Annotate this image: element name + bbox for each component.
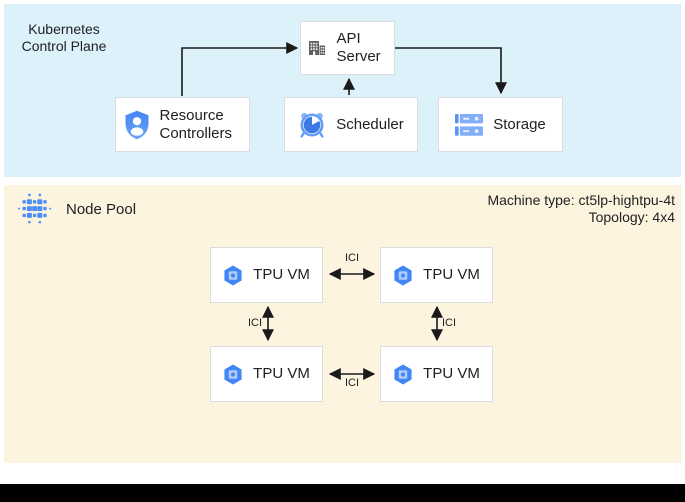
- topology-text: Topology: 4x4: [588, 208, 675, 225]
- alarm-clock-icon: [300, 112, 324, 138]
- control-plane-title: Kubernetes Control Plane: [8, 21, 120, 55]
- server-stack-icon: [455, 113, 484, 136]
- shield-user-icon: [125, 110, 148, 139]
- machine-type-text: Machine type: ct5lp-hightpu-4t: [487, 192, 675, 208]
- api-server-label: API Server: [336, 30, 381, 65]
- scheduler-label: Scheduler: [336, 115, 404, 133]
- control-plane-title-line1: Kubernetes: [28, 21, 100, 37]
- tpu-hexagon-icon: [394, 265, 412, 285]
- storage-label: Storage: [493, 115, 546, 133]
- api-server-node: API Server: [300, 21, 395, 75]
- tpu-vm-node-bottom-right: TPU VM: [380, 346, 493, 402]
- ici-label-left: ICI: [247, 317, 262, 329]
- control-plane-title-line2: Control Plane: [21, 38, 107, 54]
- node-pool-panel: [4, 185, 681, 463]
- ici-label-bottom: ICI: [344, 377, 360, 389]
- window-bottom-bar: [0, 484, 685, 502]
- resource-controllers-label: Resource Controllers: [159, 106, 233, 142]
- scheduler-node: Scheduler: [284, 97, 418, 152]
- node-pool-title: Node Pool: [66, 201, 137, 218]
- tpu-vm-node-bottom-left: TPU VM: [210, 346, 323, 402]
- tpu-vm-label: TPU VM: [253, 365, 310, 382]
- tpu-vm-node-top-right: TPU VM: [380, 247, 493, 303]
- ici-label-right: ICI: [442, 317, 457, 329]
- machine-info: Machine type: ct5lp-hightpu-4t Topology:…: [487, 192, 675, 225]
- tpu-vm-label: TPU VM: [253, 266, 310, 283]
- storage-node: Storage: [438, 97, 563, 152]
- building-icon: [308, 41, 325, 55]
- tpu-hexagon-icon: [394, 364, 412, 384]
- tpu-vm-node-top-left: TPU VM: [210, 247, 323, 303]
- dot-cluster-icon: [18, 193, 52, 224]
- tpu-hexagon-icon: [224, 265, 242, 285]
- tpu-hexagon-icon: [224, 364, 242, 384]
- resource-controllers-node: Resource Controllers: [115, 97, 250, 152]
- tpu-vm-label: TPU VM: [423, 266, 480, 283]
- tpu-vm-label: TPU VM: [423, 365, 480, 382]
- ici-label-top: ICI: [344, 252, 360, 264]
